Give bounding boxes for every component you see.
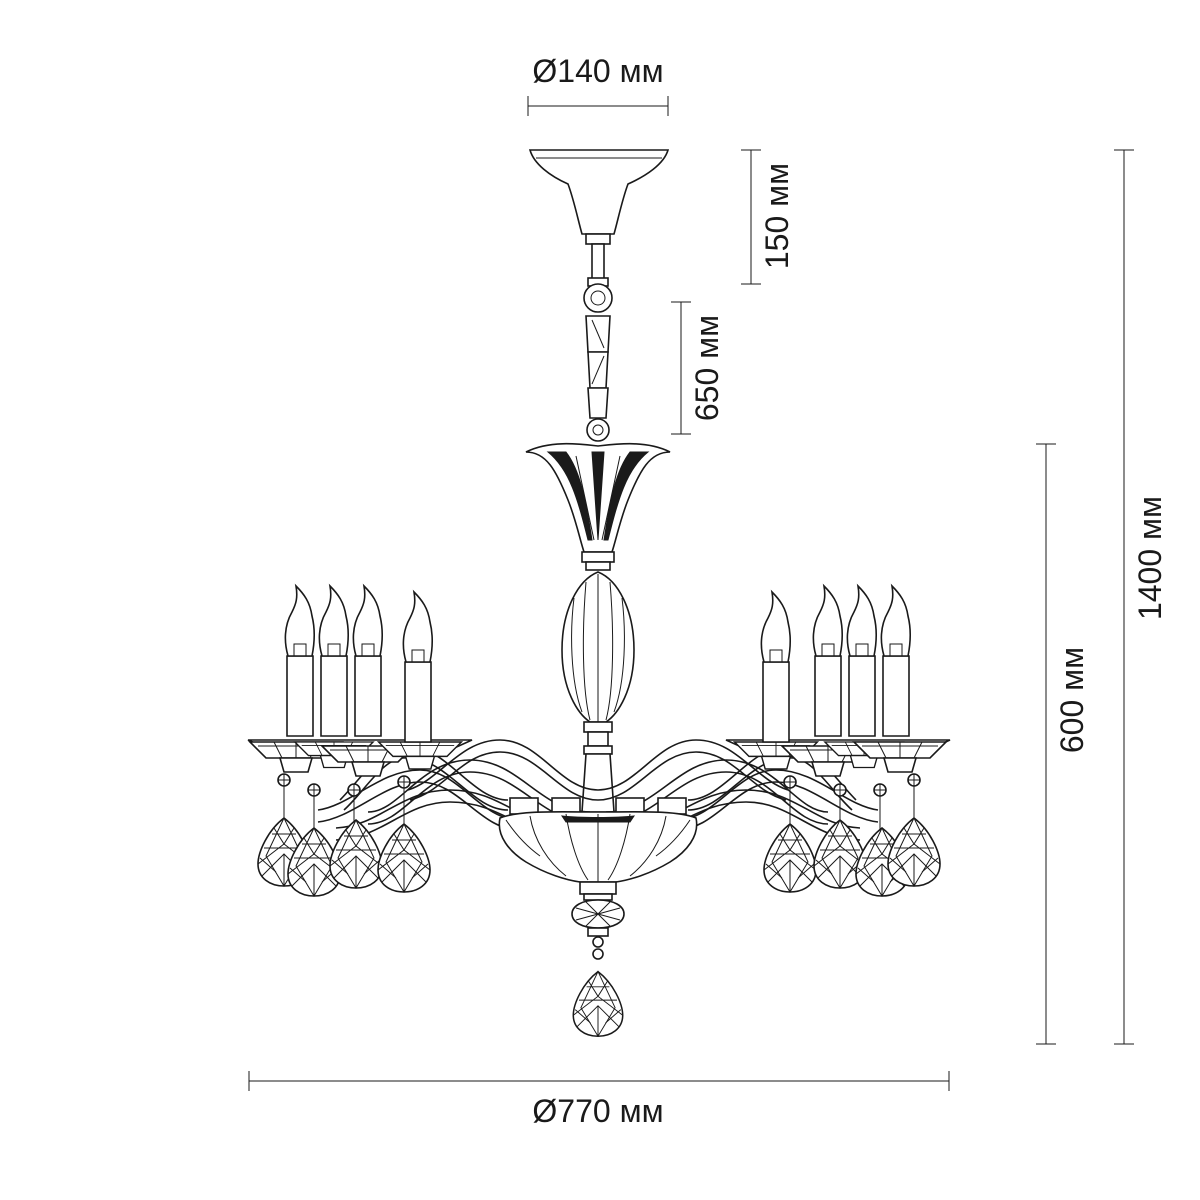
dimension-canopy-height: 150 мм (741, 149, 795, 285)
canopy-diameter-label: Ø140 мм (532, 53, 663, 89)
canopy-height-label: 150 мм (759, 163, 795, 269)
bottom-finial (571, 899, 625, 1037)
chain-length-label: 650 мм (689, 315, 725, 421)
ceiling-canopy (528, 149, 670, 245)
suspension-chain (583, 243, 613, 442)
dimension-overall-diameter: Ø770 мм (248, 1071, 950, 1129)
dimension-body-height: 600 мм (1036, 443, 1090, 1045)
overall-diameter-label: Ø770 мм (532, 1093, 663, 1129)
dimension-total-height: 1400 мм (1114, 149, 1168, 1045)
central-ribbed-vase (561, 571, 635, 813)
total-height-label: 1400 мм (1132, 496, 1168, 620)
left-candle-cluster (247, 585, 473, 777)
right-candle-cluster (725, 585, 951, 777)
chandelier-illustration (247, 149, 951, 1037)
central-bowl (498, 810, 698, 901)
right-crystal-drops (763, 773, 941, 897)
body-height-label: 600 мм (1054, 647, 1090, 753)
top-flared-cup (525, 442, 671, 571)
dimension-chain-length: 650 мм (671, 301, 725, 435)
left-crystal-drops (257, 773, 431, 897)
arm-sockets (509, 797, 687, 815)
dimension-canopy-diameter: Ø140 мм (527, 53, 669, 116)
